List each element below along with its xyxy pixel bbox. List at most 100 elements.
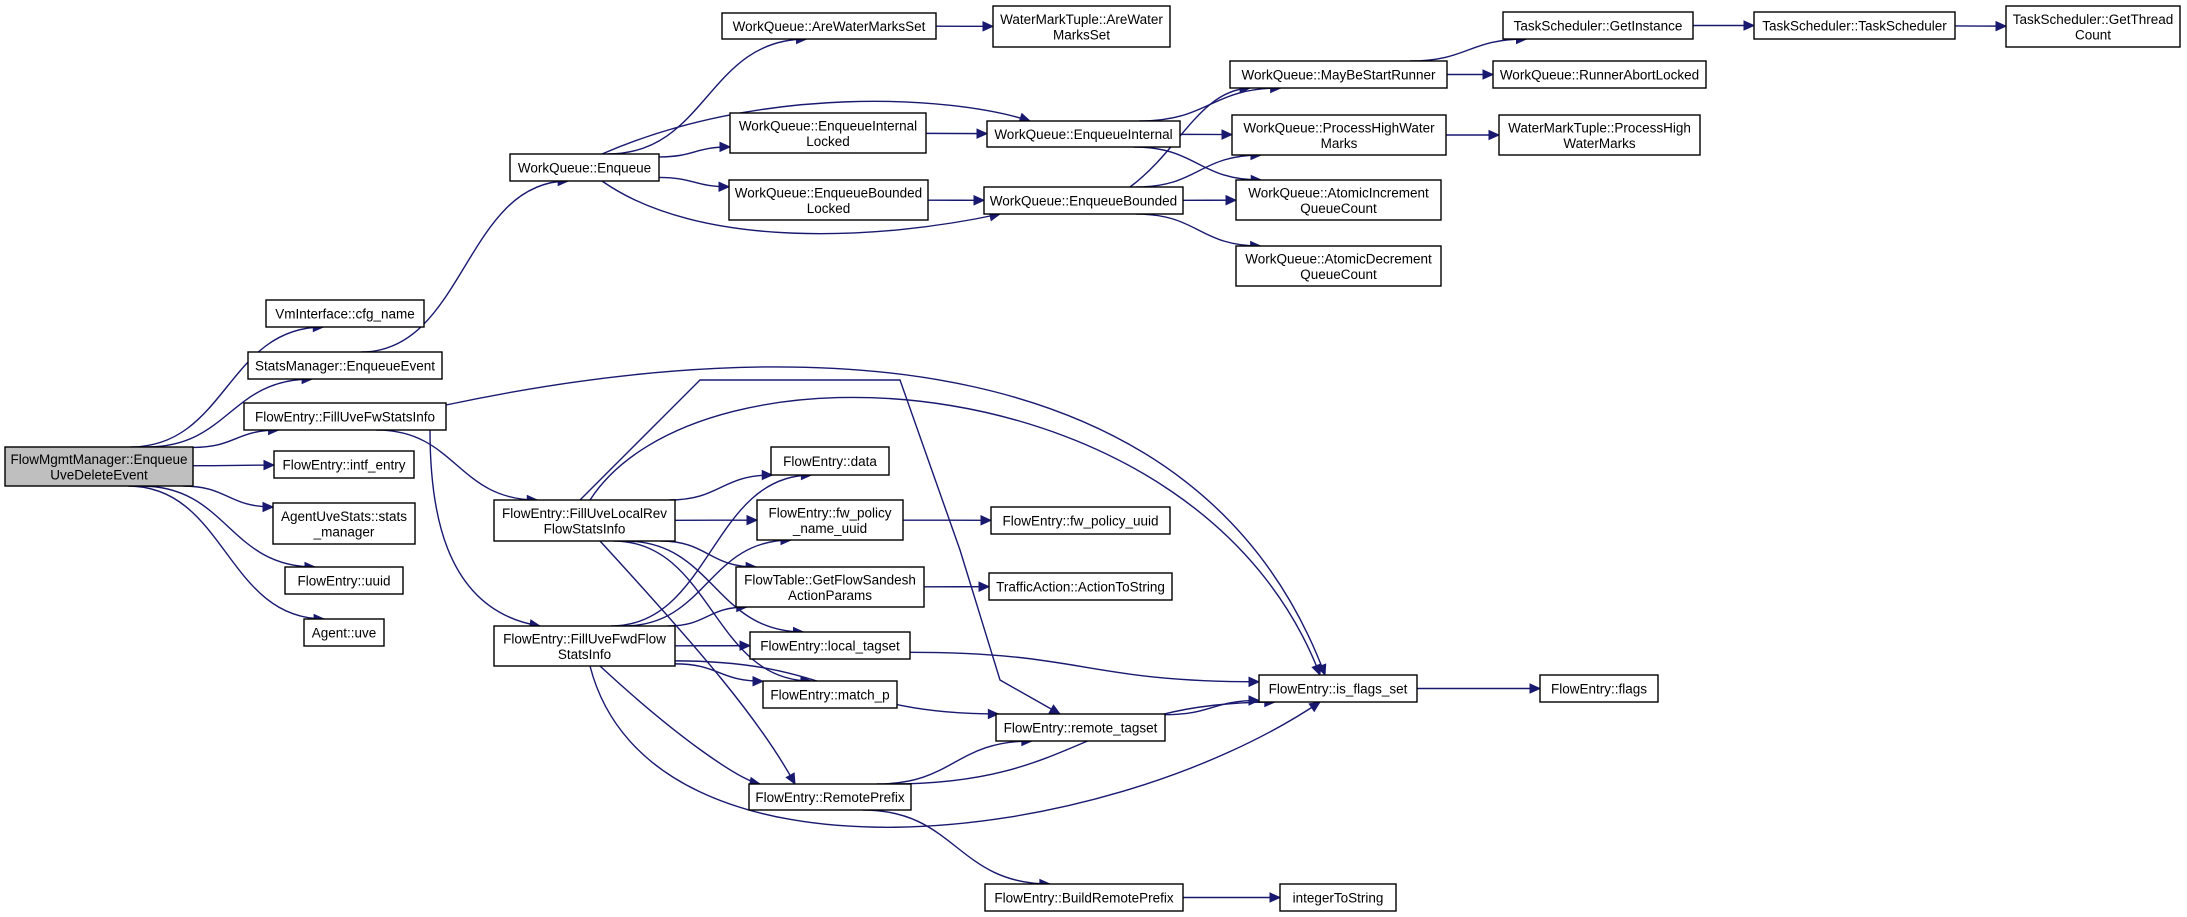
node-action-to-string[interactable]: TrafficAction::ActionToString [988,572,1173,601]
node-data[interactable]: FlowEntry::data [770,446,890,476]
node-box [770,446,890,476]
edge-arrowhead [1248,676,1261,688]
edge-fw_policy_name-to-fw_policy_uuid [902,515,993,526]
node-integer-to-string[interactable]: integerToString [1279,883,1397,912]
edge-line [909,651,1260,683]
node-wmt-are[interactable]: WaterMarkTuple::AreWaterMarksSet [992,5,1171,48]
node-label: FlowEntry::RemotePrefix [755,790,905,805]
node-label: FlowEntry::fw_policy_uuid [1002,514,1158,529]
node-stats-manager[interactable]: AgentUveStats::stats_manager [272,502,416,545]
edge-arrowhead [263,459,276,471]
node-match-p[interactable]: FlowEntry::match_p [762,680,898,709]
node-box [284,566,404,595]
edge-arrowhead [1488,129,1501,141]
edge-ts_get_instance-to-ts_ctor [1693,20,1756,31]
node-may-be-start[interactable]: WorkQueue::MayBeStartRunner [1229,60,1448,89]
edge-fill_local-to-is_flags_set [589,396,1322,677]
node-wq-enqueue[interactable]: WorkQueue::Enqueue [509,153,660,182]
node-label: WorkQueue::MayBeStartRunner [1241,68,1436,83]
node-are-wm-set[interactable]: WorkQueue::AreWaterMarksSet [721,12,937,40]
node-label: FlowStatsInfo [544,521,626,536]
edge-enq_int_locked-to-enq_internal [925,128,989,139]
node-box [1229,60,1448,89]
edge-build_remote-to-integer_to_string [1183,892,1282,903]
edge-arrowhead [761,469,774,481]
node-uuid[interactable]: FlowEntry::uuid [284,566,404,595]
edge-wq_enqueue-to-enq_int_locked [658,141,732,158]
edge-fill_fwd-to-match_p [674,663,765,687]
edge-line [445,366,1326,676]
edge-line [192,429,279,449]
node-label: FlowEntry::FillUveFwStatsInfo [255,410,435,425]
edge-arrowhead [987,708,1000,720]
node-intf-entry[interactable]: FlowEntry::intf_entry [273,450,415,479]
node-label: FlowTable::GetFlowSandesh [744,572,916,587]
node-label: FlowEntry::FillUveLocalRev [502,506,667,521]
node-box [1539,674,1659,703]
edge-arrowhead [739,640,752,651]
node-fill-fw[interactable]: FlowEntry::FillUveFwStatsInfo [243,402,447,431]
edge-line [667,606,747,627]
node-enq-bounded[interactable]: WorkQueue::EnqueueBounded [983,186,1184,215]
node-build-remote[interactable]: FlowEntry::BuildRemotePrefix [984,883,1184,912]
edge-arrowhead [1743,20,1756,31]
edge-arrowhead [1269,892,1282,903]
node-box [988,572,1173,601]
node-ts-get-instance[interactable]: TaskScheduler::GetInstance [1502,11,1694,40]
edge-line [1129,87,1251,188]
edge-line [376,429,538,501]
node-label: WorkQueue::EnqueueBounded [990,194,1177,209]
node-box [986,120,1181,148]
node-label: TaskScheduler::GetThread [2013,12,2174,27]
node-label: Agent::uve [312,626,377,641]
node-cfg-name[interactable]: VmInterface::cfg_name [265,299,425,328]
node-enqueue-event[interactable]: StatsManager::EnqueueEvent [247,351,443,380]
edge-line [1164,699,1260,716]
edge-line [1133,146,1262,181]
node-flags[interactable]: FlowEntry::flags [1539,674,1659,703]
edge-line [579,379,1061,715]
edge-line [613,540,811,682]
node-fw-policy-name[interactable]: FlowEntry::fw_policy_name_uuid [756,499,904,541]
edge-line [130,326,324,448]
edge-remote_prefix-to-build_remote [862,809,1052,890]
node-label: integerToString [1293,891,1384,906]
node-remote-prefix[interactable]: FlowEntry::RemotePrefix [748,783,912,811]
edge-arrowhead [1048,704,1062,715]
node-uve[interactable]: Agent::uve [303,618,385,647]
node-box [1258,674,1418,703]
node-local-tagset[interactable]: FlowEntry::local_tagset [749,631,911,660]
node-label: WaterMarks [1563,136,1636,151]
node-label: FlowMgmtManager::Enqueue [10,452,187,467]
node-enq-internal[interactable]: WorkQueue::EnqueueInternal [986,120,1181,148]
node-ts-ctor[interactable]: TaskScheduler::TaskScheduler [1753,11,1956,40]
edge-arrowhead [976,128,989,139]
edge-fill_local-to-fw_policy_name [674,514,759,526]
edge-ts_ctor-to-ts_thread_count [1954,20,2008,32]
node-label: WorkQueue::ProcessHighWater [1243,120,1435,135]
node-box [509,153,660,182]
edge-line [601,180,1001,235]
edge-remote_prefix-to-remote_tagset [876,735,1034,785]
node-label: WorkQueue::EnqueueInternal [994,127,1172,142]
edge-line [599,540,796,785]
node-is-flags-set[interactable]: FlowEntry::is_flags_set [1258,674,1418,703]
edge-fill_local-to-remote_prefix [599,540,796,786]
node-runner-abort[interactable]: WorkQueue::RunnerAbortLocked [1492,60,1707,89]
node-fw-policy-uuid[interactable]: FlowEntry::fw_policy_uuid [990,506,1171,535]
node-label: WorkQueue::AreWaterMarksSet [733,19,926,34]
node-remote-tagset[interactable]: FlowEntry::remote_tagset [995,713,1166,742]
node-label: WorkQueue::EnqueueBounded [735,185,922,200]
node-box [265,299,425,328]
